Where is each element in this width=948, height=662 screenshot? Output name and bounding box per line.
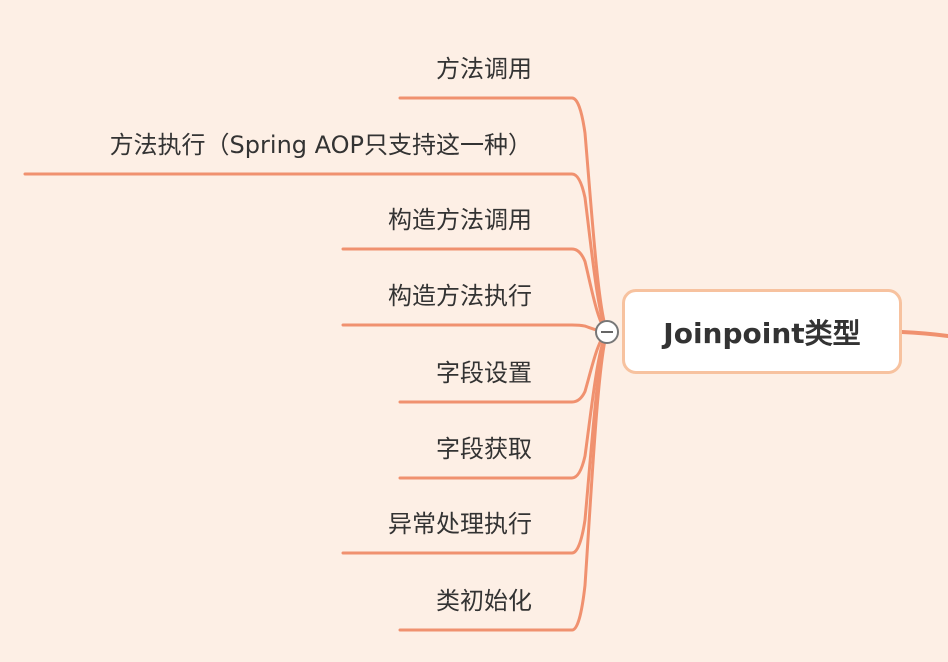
branch-node[interactable]: 类初始化 (436, 587, 532, 615)
branch-node[interactable]: 构造方法执行 (388, 282, 532, 310)
branch-node[interactable]: 字段获取 (436, 435, 532, 463)
parent-connector (900, 330, 948, 338)
branch-line (398, 330, 609, 480)
collapse-toggle-icon[interactable] (595, 320, 619, 344)
branch-node[interactable]: 方法执行（Spring AOP只支持这一种） (109, 131, 532, 159)
branch-node[interactable]: 构造方法调用 (388, 206, 532, 234)
branch-line (398, 330, 609, 404)
branch-line (341, 247, 609, 334)
branch-node[interactable]: 异常处理执行 (388, 510, 532, 538)
branch-node[interactable]: 字段设置 (436, 359, 532, 387)
branch-line (398, 330, 609, 632)
root-node[interactable]: Joinpoint类型 (622, 289, 902, 374)
branch-line (341, 323, 609, 334)
root-label: Joinpoint类型 (663, 316, 861, 350)
branch-line (398, 96, 609, 334)
branch-node[interactable]: 方法调用 (436, 55, 532, 83)
branch-line (23, 172, 609, 334)
